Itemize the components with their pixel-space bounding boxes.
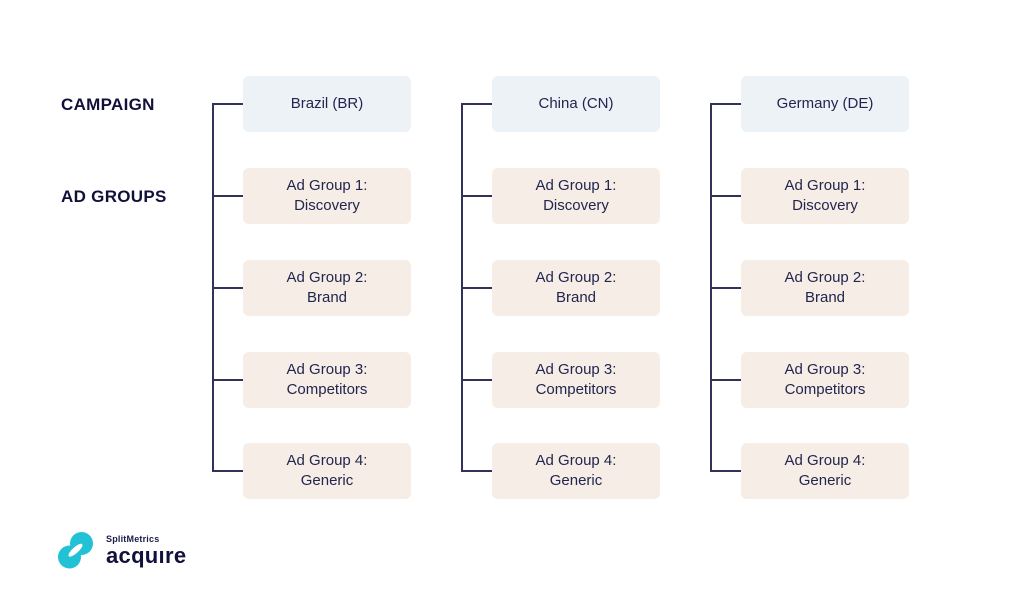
- connector-stub: [212, 103, 243, 105]
- connector-stub: [461, 103, 492, 105]
- logo-brand-name: SplitMetrics: [106, 534, 160, 544]
- ad-group-subtitle: Discovery: [294, 197, 360, 214]
- ad-group-title: Ad Group 2:: [784, 268, 866, 286]
- ad-group-title: Ad Group 4:: [784, 451, 866, 469]
- ad-group-box: Ad Group 3: Competitors: [243, 352, 411, 408]
- ad-group-subtitle: Brand: [306, 289, 348, 306]
- campaign-box-germany: Germany (DE): [741, 76, 909, 132]
- ad-group-title: Ad Group 3:: [286, 360, 368, 378]
- ad-group-title: Ad Group 1:: [535, 176, 617, 194]
- row-label-ad-groups: AD GROUPS: [61, 187, 167, 206]
- ad-group-subtitle: Discovery: [792, 197, 858, 214]
- ad-group-box: Ad Group 3: Competitors: [492, 352, 660, 408]
- campaign-box-label: China (CN): [538, 94, 614, 112]
- connector-stub: [710, 287, 741, 289]
- campaign-box-china: China (CN): [492, 76, 660, 132]
- row-label-campaign: CAMPAIGN: [61, 95, 155, 114]
- ad-group-subtitle: Brand: [555, 289, 597, 306]
- campaign-box-label: Brazil (BR): [290, 94, 364, 112]
- campaign-box-label: Germany (DE): [776, 94, 874, 112]
- ad-group-title: Ad Group 4:: [286, 451, 368, 469]
- connector-stub: [212, 195, 243, 197]
- connector-stub: [212, 287, 243, 289]
- ad-group-box: Ad Group 4: Generic: [492, 443, 660, 499]
- connector-stub: [710, 470, 741, 472]
- connector-stub: [710, 379, 741, 381]
- logo-product-name: acquıre: [106, 543, 187, 568]
- ad-group-box: Ad Group 2: Brand: [741, 260, 909, 316]
- ad-group-subtitle: Generic: [300, 472, 354, 489]
- ad-group-title: Ad Group 2:: [286, 268, 368, 286]
- ad-group-title: Ad Group 3:: [784, 360, 866, 378]
- ad-group-box: Ad Group 3: Competitors: [741, 352, 909, 408]
- ad-group-title: Ad Group 1:: [286, 176, 368, 194]
- ad-group-subtitle: Generic: [798, 472, 852, 489]
- campaign-column-china: China (CN) Ad Group 1: Discovery Ad Grou…: [461, 0, 660, 610]
- ad-group-title: Ad Group 1:: [784, 176, 866, 194]
- ad-group-subtitle: Generic: [549, 472, 603, 489]
- logo-text: SplitMetrics acquıre: [106, 535, 186, 567]
- splitmetrics-acquire-logo: SplitMetrics acquıre: [56, 530, 186, 572]
- ad-group-box: Ad Group 2: Brand: [492, 260, 660, 316]
- ad-group-box: Ad Group 2: Brand: [243, 260, 411, 316]
- ad-group-subtitle: Competitors: [784, 381, 866, 398]
- ad-group-box: Ad Group 4: Generic: [741, 443, 909, 499]
- ad-group-title: Ad Group 3:: [535, 360, 617, 378]
- connector-stub: [461, 195, 492, 197]
- ad-group-box: Ad Group 1: Discovery: [492, 168, 660, 224]
- ad-group-subtitle: Discovery: [543, 197, 609, 214]
- connector-stub: [461, 470, 492, 472]
- ad-group-subtitle: Brand: [804, 289, 846, 306]
- connector-stub: [461, 379, 492, 381]
- connector-stub: [710, 195, 741, 197]
- ad-group-title: Ad Group 4:: [535, 451, 617, 469]
- ad-group-title: Ad Group 2:: [535, 268, 617, 286]
- campaign-column-brazil: Brazil (BR) Ad Group 1: Discovery Ad Gro…: [212, 0, 411, 610]
- ad-group-box: Ad Group 1: Discovery: [741, 168, 909, 224]
- connector-stub: [710, 103, 741, 105]
- connector-stub: [461, 287, 492, 289]
- ad-group-box: Ad Group 1: Discovery: [243, 168, 411, 224]
- ad-group-subtitle: Competitors: [535, 381, 617, 398]
- ad-group-box: Ad Group 4: Generic: [243, 443, 411, 499]
- ad-group-subtitle: Competitors: [286, 381, 368, 398]
- connector-stub: [212, 470, 243, 472]
- campaign-column-germany: Germany (DE) Ad Group 1: Discovery Ad Gr…: [710, 0, 909, 610]
- splitmetrics-logo-icon: [58, 532, 93, 569]
- connector-stub: [212, 379, 243, 381]
- campaign-box-brazil: Brazil (BR): [243, 76, 411, 132]
